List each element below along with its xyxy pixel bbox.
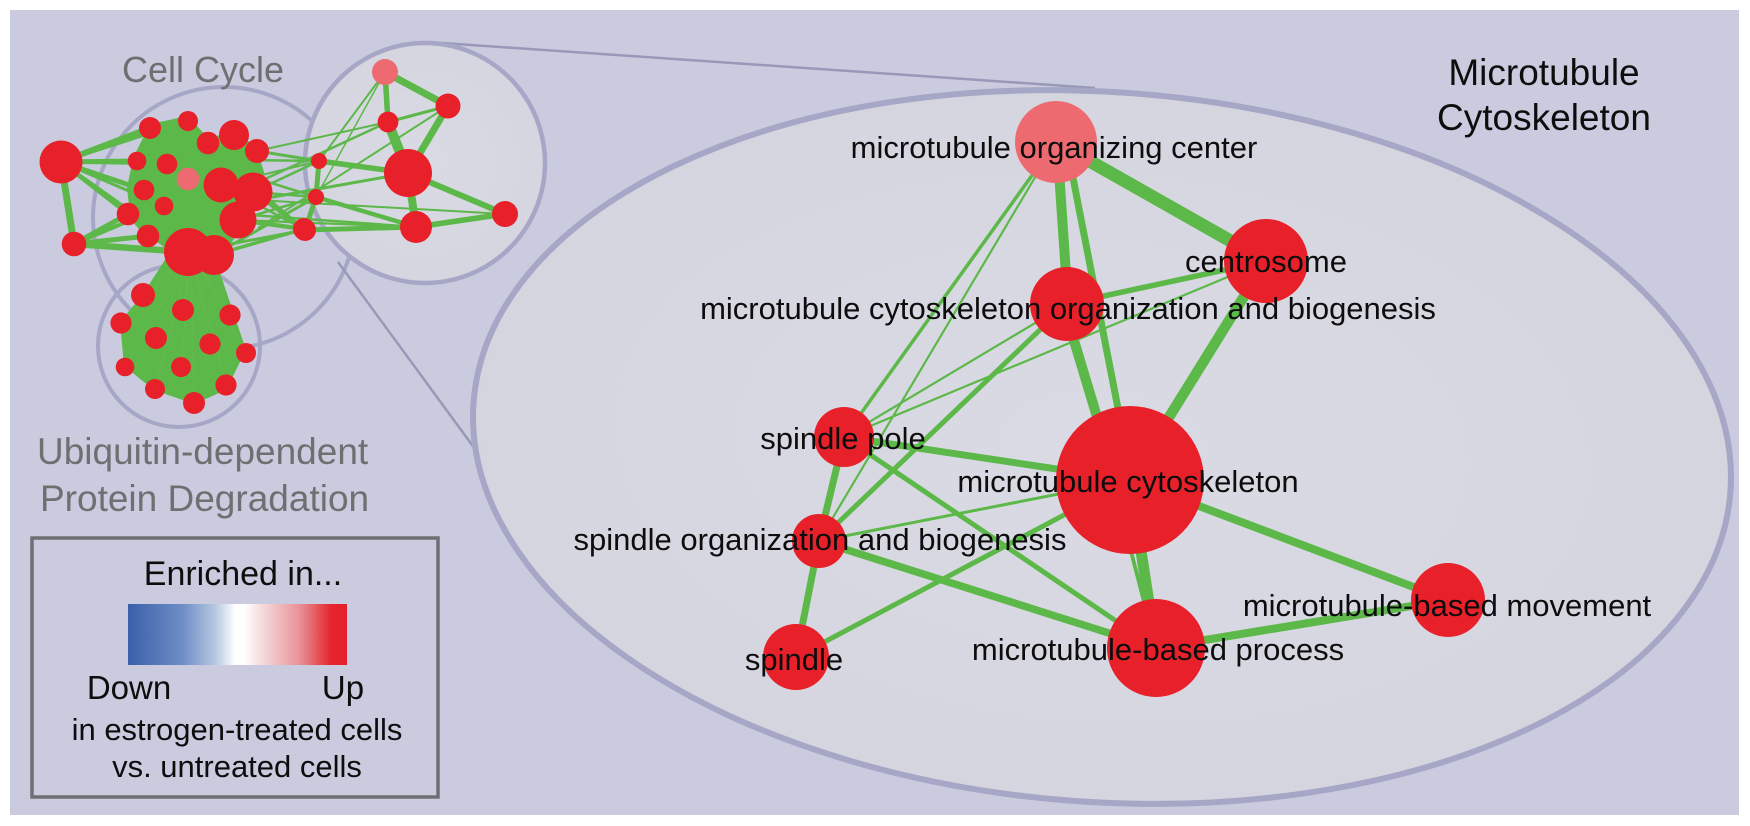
svg-text:in estrogen-treated cells: in estrogen-treated cells (72, 712, 403, 747)
svg-text:vs. untreated cells: vs. untreated cells (112, 749, 362, 784)
svg-text:microtubule-based movement: microtubule-based movement (1243, 588, 1652, 623)
svg-text:microtubule organizing center: microtubule organizing center (851, 130, 1258, 165)
svg-text:Cell Cycle: Cell Cycle (122, 49, 284, 90)
svg-text:Cytoskeleton: Cytoskeleton (1437, 97, 1651, 138)
svg-text:microtubule-based process: microtubule-based process (972, 632, 1344, 667)
svg-text:microtubule cytoskeleton: microtubule cytoskeleton (957, 464, 1298, 499)
svg-text:centrosome: centrosome (1185, 244, 1347, 279)
svg-text:spindle organization and bioge: spindle organization and biogenesis (574, 522, 1067, 557)
svg-text:Up: Up (322, 669, 364, 706)
svg-text:Ubiquitin-dependent: Ubiquitin-dependent (37, 431, 369, 472)
svg-text:spindle: spindle (745, 642, 843, 677)
svg-text:Microtubule: Microtubule (1448, 52, 1639, 93)
svg-text:Protein Degradation: Protein Degradation (40, 478, 369, 519)
svg-text:microtubule cytoskeleton organ: microtubule cytoskeleton organization an… (700, 291, 1436, 326)
svg-text:Enriched in...: Enriched in... (144, 555, 342, 593)
svg-text:spindle pole: spindle pole (760, 421, 925, 456)
svg-text:Down: Down (87, 669, 171, 706)
